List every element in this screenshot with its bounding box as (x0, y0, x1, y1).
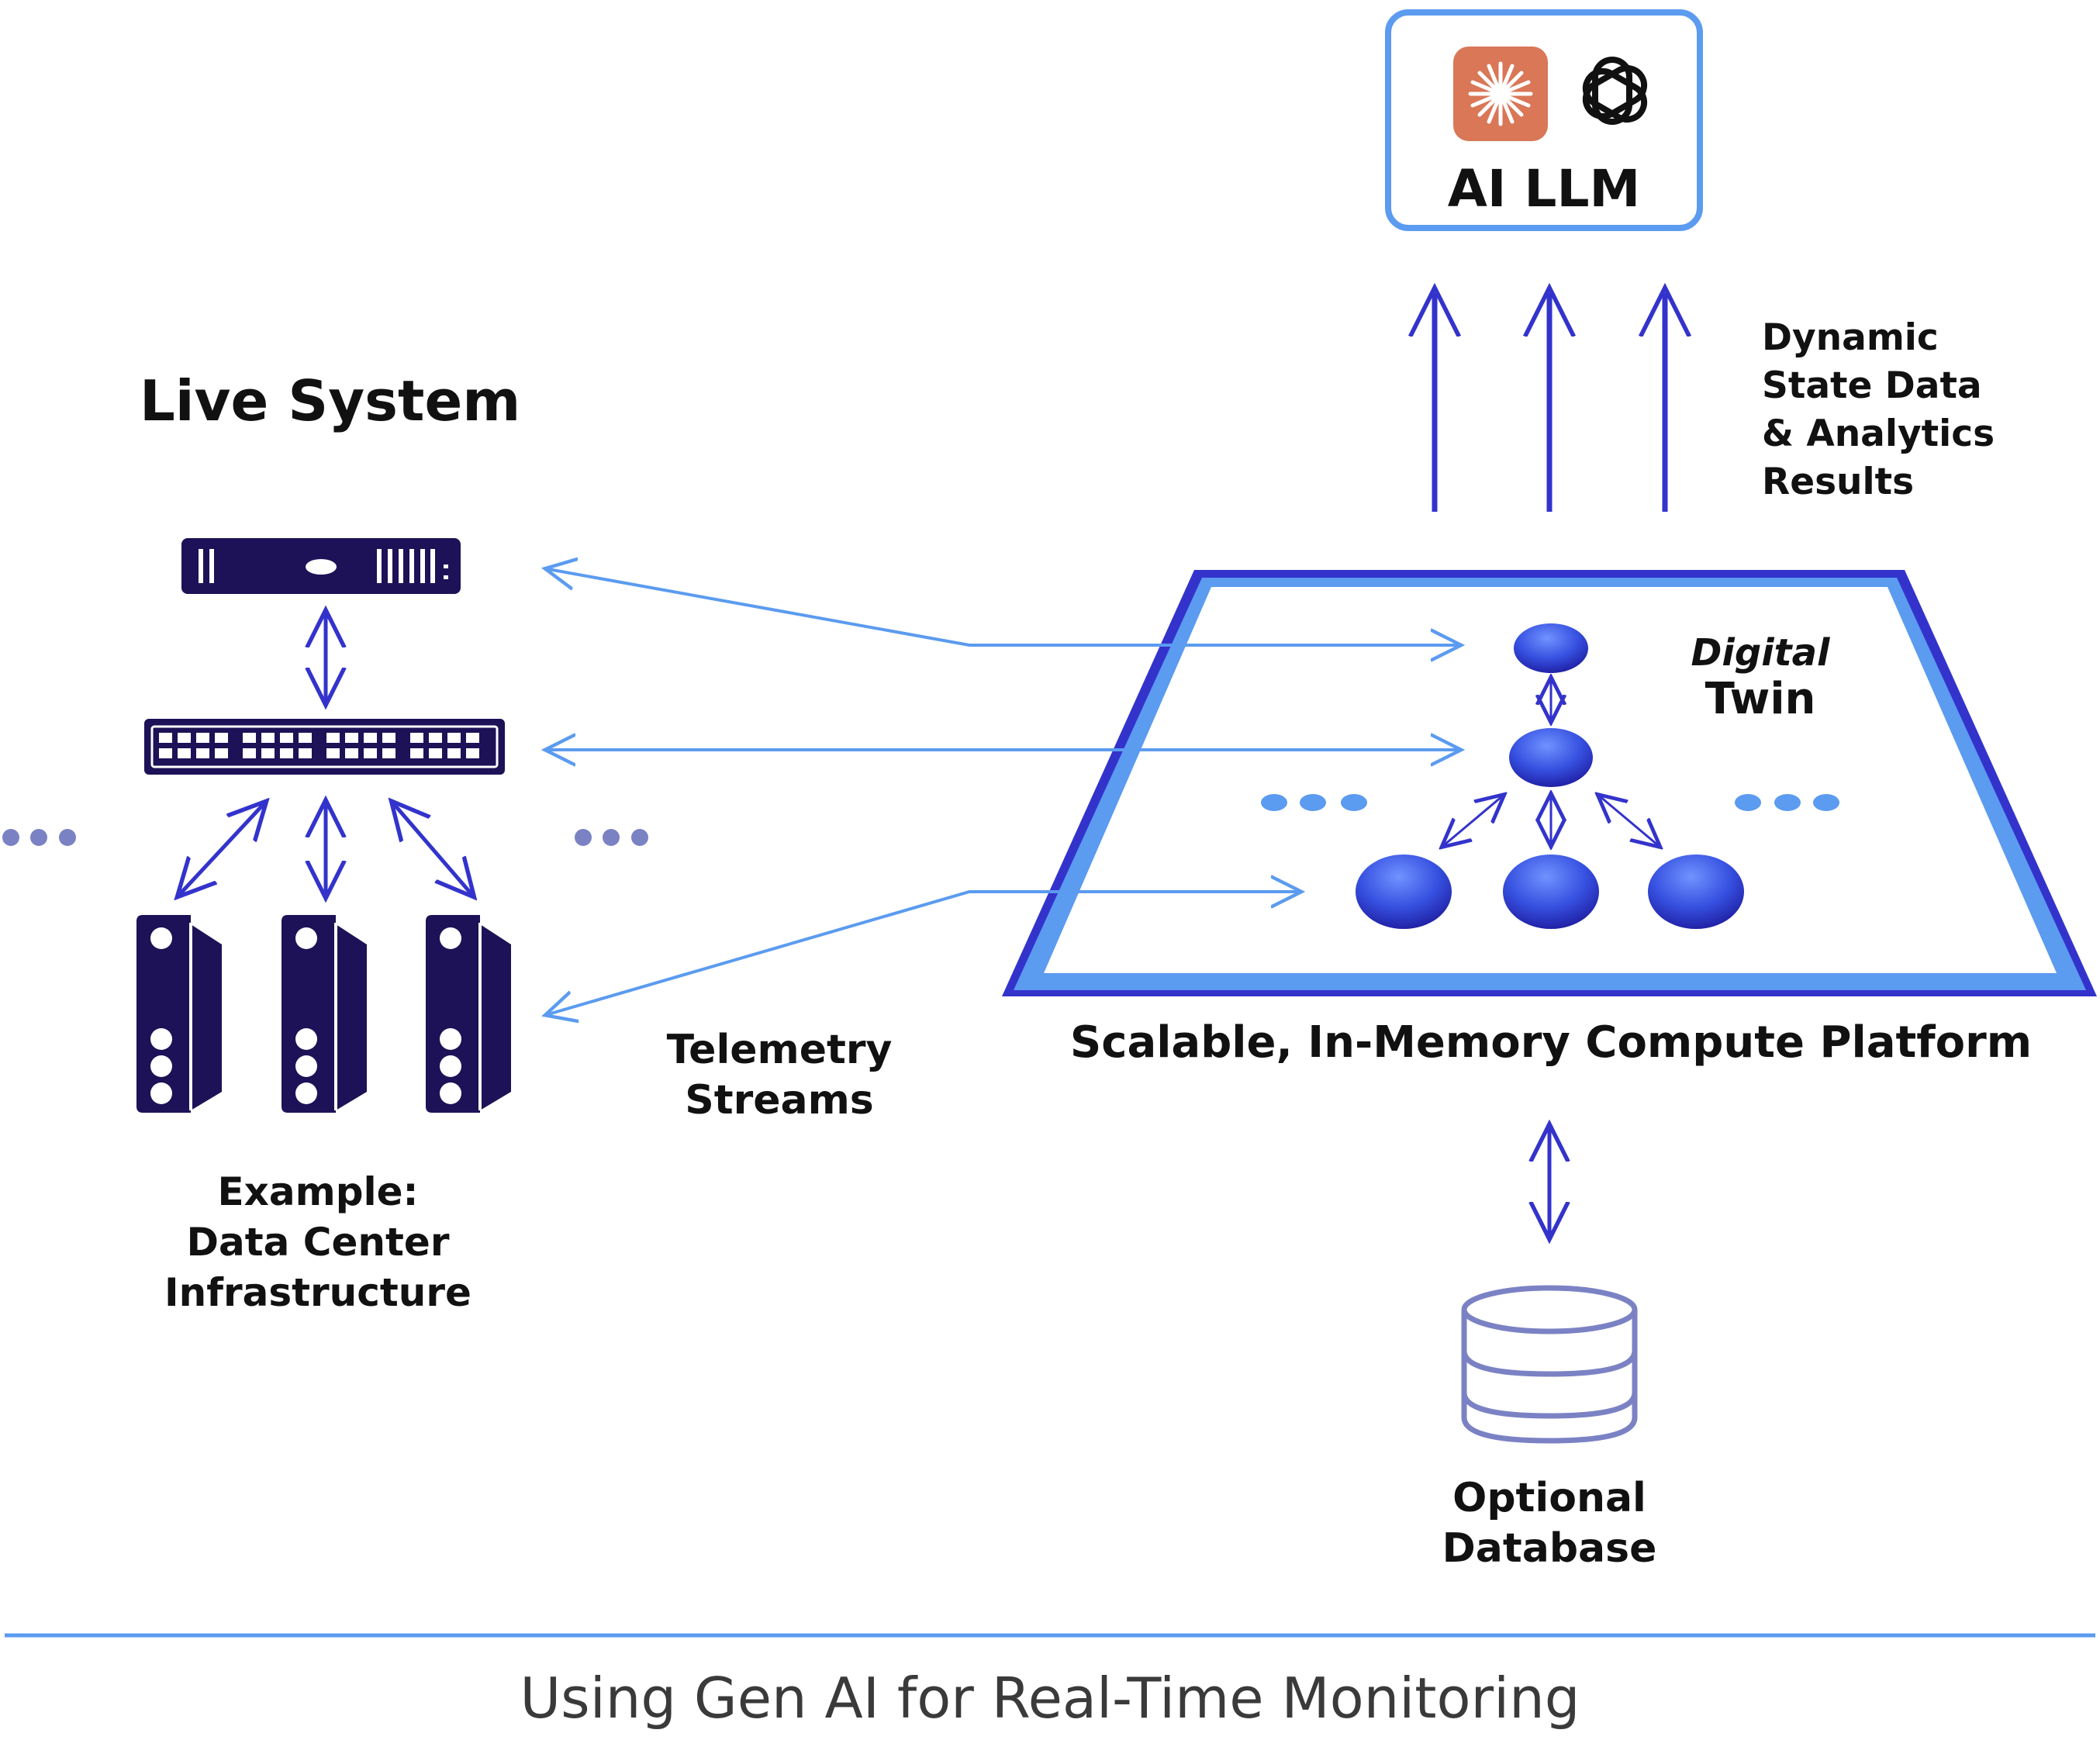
switch-port (326, 733, 340, 743)
dynamic-line: Dynamic (1762, 316, 1939, 359)
dynamic-state-label: Dynamic State Data & Analytics Results (1762, 314, 1995, 506)
switch-port (196, 733, 209, 743)
switch-port (243, 733, 256, 743)
llm-upload-arrows (1435, 293, 1665, 512)
server-rack-icon (136, 915, 222, 1113)
switch-rack-arrow (394, 804, 471, 894)
caption-line: Data Center (186, 1220, 450, 1265)
twin-ellipsis-left (1261, 794, 1367, 811)
database-label: Optional Database (1411, 1473, 1687, 1574)
dynamic-line: & Analytics (1762, 413, 1995, 455)
switch-port (410, 733, 423, 743)
switch-port (447, 733, 461, 743)
caption-line: Infrastructure (164, 1270, 471, 1315)
switch-port (178, 733, 191, 743)
switch-port (215, 748, 228, 758)
switch-port (280, 748, 293, 758)
telemetry-line: Streams (685, 1077, 874, 1124)
server-rack-icon (281, 915, 367, 1113)
switch-port (382, 733, 395, 743)
switch-port (382, 748, 395, 758)
switch-port (326, 748, 340, 758)
platform-label: Scalable, In-Memory Compute Platform (1069, 1017, 2033, 1068)
switch-port (447, 748, 461, 758)
digital-twin-label: Digital Twin (1667, 630, 1853, 723)
dynamic-line: Results (1762, 461, 1915, 503)
twin-ellipsis-right (1735, 794, 1839, 811)
telemetry-connectors (548, 569, 1458, 1014)
ai-llm-label: AI LLM (1447, 159, 1641, 219)
switch-port (429, 748, 442, 758)
database-line: Optional (1452, 1475, 1646, 1521)
switch-port (215, 733, 228, 743)
switch-port (280, 733, 293, 743)
live-system-heading: Live System (140, 368, 521, 433)
telemetry-line-racks (548, 892, 1298, 1014)
switch-port (261, 748, 275, 758)
telemetry-streams-label: Telemetry Streams (636, 1025, 923, 1126)
switch-port (364, 748, 377, 758)
switch-port (345, 748, 358, 758)
switch-port (196, 748, 209, 758)
twin-link-arrow (1444, 796, 1502, 845)
digital-twin-graph (1261, 623, 1839, 929)
switch-port (345, 733, 358, 743)
twin-link-arrow (1600, 796, 1658, 845)
live-system-ellipsis-left (2, 829, 76, 846)
database-line: Database (1442, 1525, 1657, 1572)
database-icon (1461, 1285, 1638, 1444)
telemetry-line: Telemetry (666, 1027, 893, 1073)
openai-knot-icon (1565, 47, 1660, 141)
twin-node-root (1514, 623, 1588, 673)
live-system-ellipsis-right (575, 829, 648, 846)
caption-line: Example: (217, 1169, 419, 1214)
switch-port (429, 733, 442, 743)
digital-twin-line: Digital (1691, 631, 1830, 675)
twin-node-leaf (1648, 855, 1744, 929)
twin-node-middle (1509, 728, 1593, 787)
twin-node-leaf (1356, 855, 1452, 929)
digital-twin-line: Twin (1705, 674, 1816, 724)
dynamic-line: State Data (1762, 364, 1982, 407)
page-title: Using Gen AI for Real-Time Monitoring (520, 1666, 1580, 1731)
server-unit-icon (181, 538, 461, 594)
switch-port (466, 748, 479, 758)
sparkle-logo-icon (1453, 47, 1548, 141)
switch-port (364, 733, 377, 743)
switch-port (299, 733, 312, 743)
switch-rack-arrow (180, 804, 264, 894)
ai-llm-box: AI LLM (1385, 9, 1703, 231)
switch-port (243, 748, 256, 758)
live-system-caption: Example: Data Center Infrastructure (132, 1167, 504, 1318)
network-switch-icon (144, 719, 505, 775)
switch-port (159, 733, 172, 743)
switch-port (178, 748, 191, 758)
switch-port (159, 748, 172, 758)
twin-node-leaf (1503, 855, 1599, 929)
switch-port (261, 733, 275, 743)
server-rack-icon (426, 915, 511, 1113)
telemetry-line-server (548, 569, 1458, 645)
switch-port (299, 748, 312, 758)
switch-port (410, 748, 423, 758)
switch-port (466, 733, 479, 743)
